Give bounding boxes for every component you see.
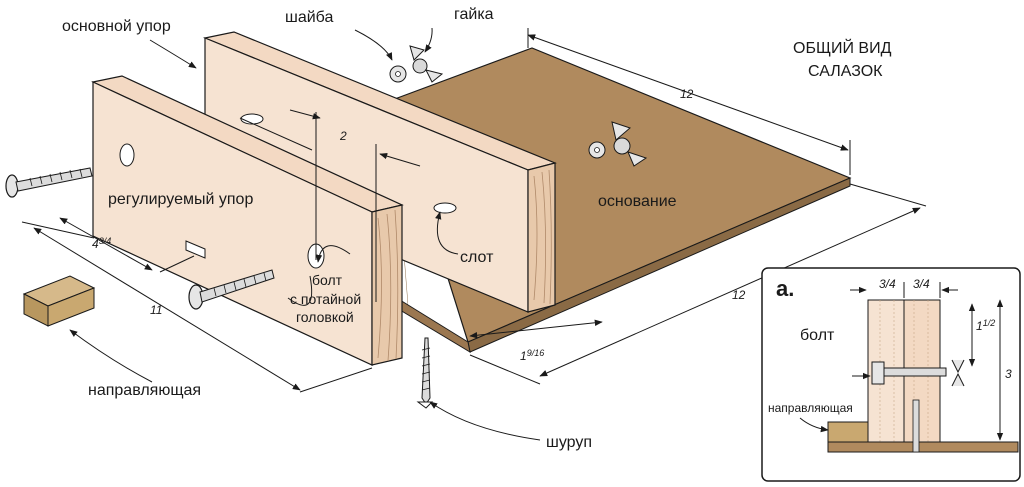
adjustable-fence-hole-1	[119, 143, 135, 167]
label-adjustable-fence: регулируемый упор	[108, 191, 253, 208]
label-nut: гайка	[454, 6, 494, 23]
guide-block	[22, 275, 96, 327]
label-slot: слот	[460, 249, 494, 266]
wing-nut-top	[409, 45, 444, 83]
inset-dim-thickness-1: 3/4	[879, 277, 896, 291]
washer-top	[389, 65, 407, 83]
main-fence-slot-2	[433, 202, 457, 214]
inset-guide-label: направляющая	[768, 401, 853, 415]
label-bolt-line-2: с потайной	[290, 291, 361, 307]
dimension-lines	[21, 28, 927, 393]
inset-bolt-label: болт	[800, 327, 835, 344]
inset-detail	[761, 267, 1021, 482]
label-base: основание	[598, 193, 677, 210]
label-screw: шуруп	[546, 434, 592, 451]
label-washer: шайба	[285, 9, 333, 26]
inset-dim-thickness-2: 3/4	[913, 277, 930, 291]
inset-heading: a.	[776, 276, 794, 301]
washer-right	[588, 141, 606, 159]
label-bolt-line-3: головкой	[296, 309, 354, 325]
dim-base-width: 12	[680, 87, 694, 101]
dim-slot-offset: 43/4	[92, 236, 111, 251]
dim-fence-spacing: 2	[339, 129, 347, 143]
screw	[416, 337, 434, 409]
label-guide: направляющая	[88, 382, 201, 399]
inset-dim-total-height: 3	[1005, 367, 1012, 381]
title-line-2: САЛАЗОК	[808, 63, 883, 80]
label-bolt-line-1: болт	[312, 272, 343, 288]
title-line-1: ОБЩИЙ ВИД	[793, 38, 892, 57]
dim-fence-length: 11	[150, 303, 162, 317]
inset-dim-bolt-height: 11/2	[976, 318, 995, 333]
label-main-fence: основной упор	[62, 18, 171, 35]
main-fence-slot-1	[240, 113, 264, 125]
dim-base-depth: 12	[732, 288, 746, 302]
dim-edge-offset: 19/16	[520, 348, 544, 363]
bolt-left	[5, 167, 93, 198]
